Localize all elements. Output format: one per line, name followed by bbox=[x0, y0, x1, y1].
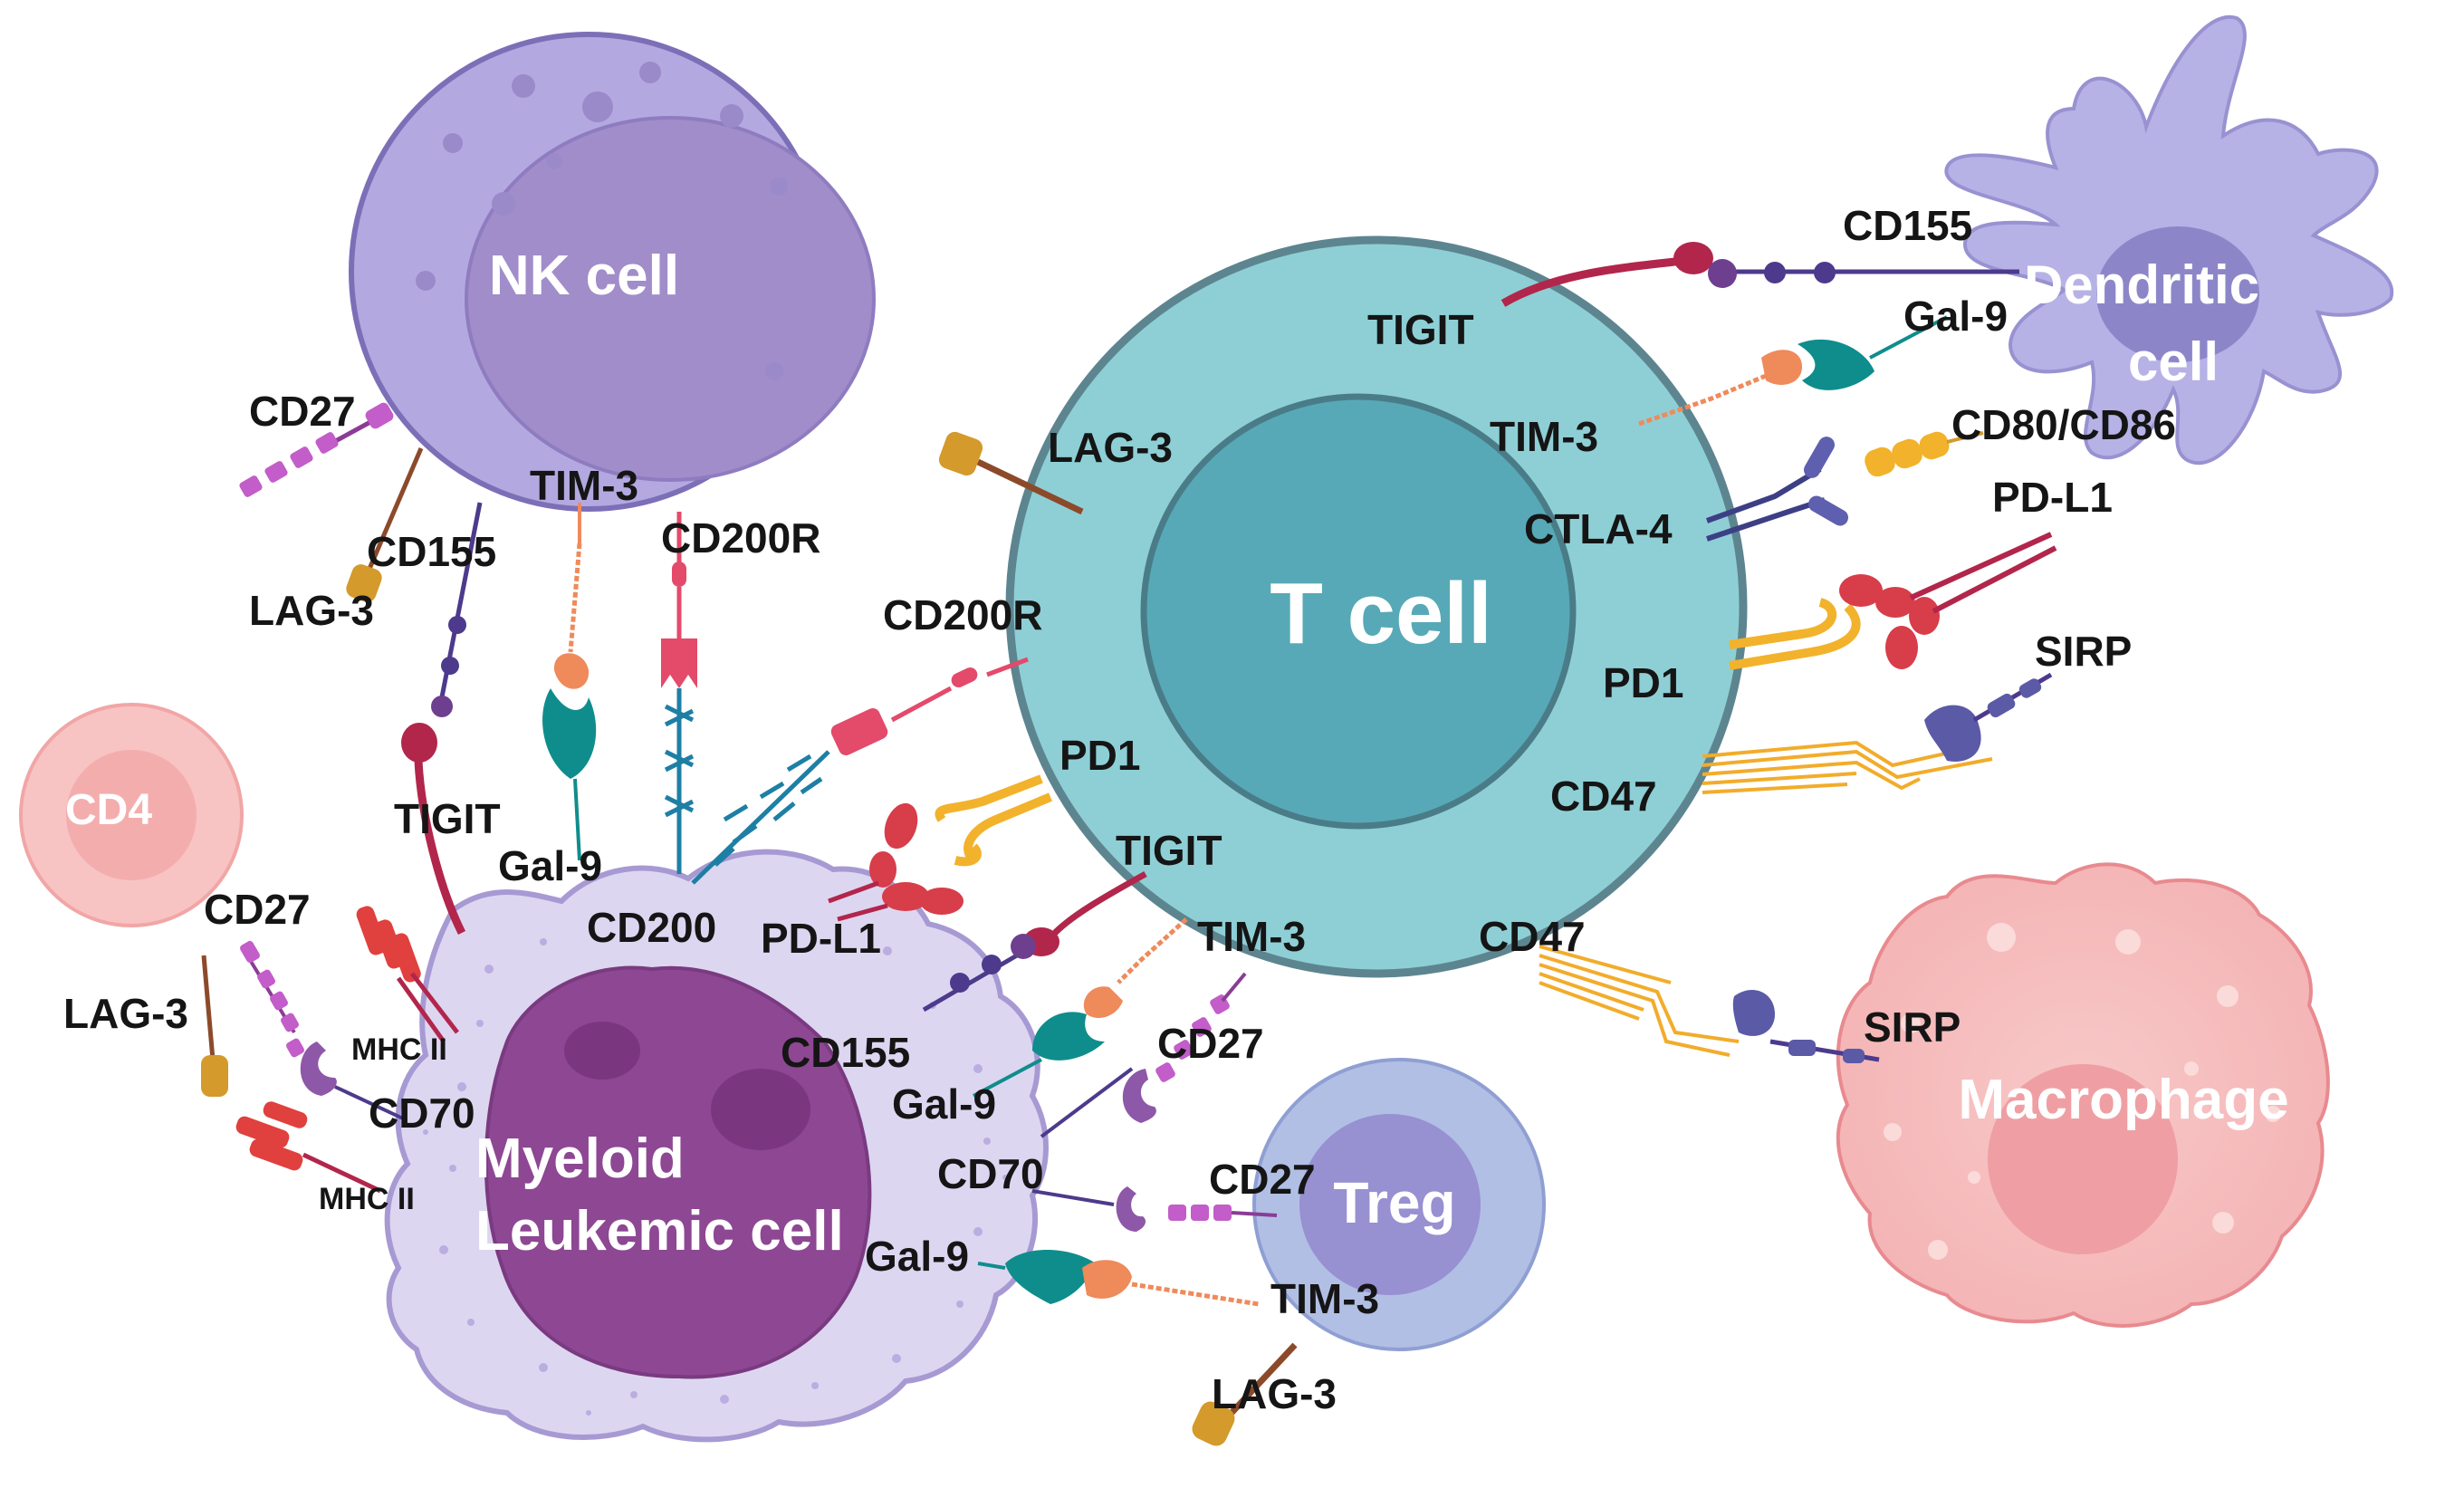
myeloid-cell-label-1: Myeloid bbox=[475, 1128, 685, 1190]
label-nk-cd27: CD27 bbox=[249, 388, 356, 435]
t-cell bbox=[1005, 235, 1748, 978]
dendritic-cell-label-2: cell bbox=[2128, 331, 2219, 392]
dendritic-cell-label-1: Dendritic bbox=[2024, 254, 2259, 315]
cd155-tigit-nk-myeloid bbox=[401, 502, 483, 936]
myeloid-leukemic-cell bbox=[384, 849, 1049, 1443]
cd70-cd27-myeloid-t bbox=[1040, 972, 1247, 1138]
macrophage-vesicles bbox=[1884, 923, 2281, 1260]
label-my-pdl1: PD-L1 bbox=[761, 915, 881, 962]
macrophage-cell bbox=[1836, 862, 2330, 1328]
label-dc-sirp: SIRP bbox=[2035, 628, 2132, 675]
pd1-pdl1-t-dc bbox=[1729, 532, 2057, 670]
label-mhc2-top: MHC II bbox=[351, 1032, 447, 1067]
label-t-pd1-left: PD1 bbox=[1059, 732, 1140, 779]
label-my-gal9-mid: Gal-9 bbox=[892, 1080, 996, 1128]
label-nk-cd155: CD155 bbox=[367, 528, 496, 575]
cd80-domains bbox=[1865, 431, 1950, 477]
label-t-lag3: LAG-3 bbox=[1048, 424, 1173, 471]
myeloid-cytoplasm-dots bbox=[423, 938, 1008, 1416]
lag3-t-cell bbox=[938, 431, 1084, 515]
cd200r-cd200-nk-myeloid bbox=[661, 512, 697, 874]
gal9-tim3-myeloid-treg bbox=[977, 1250, 1260, 1307]
tigit-cd155-t-myeloid bbox=[922, 870, 1147, 1013]
cd4-cell bbox=[19, 703, 244, 927]
nk-granules bbox=[416, 62, 788, 380]
label-my-cd27-right: CD27 bbox=[1157, 1020, 1264, 1067]
lag3-treg bbox=[1192, 1342, 1298, 1446]
label-mac-sirp: SIRP bbox=[1864, 1003, 1961, 1051]
label-dc-cd80: CD80/CD86 bbox=[1951, 401, 2176, 448]
label-nk-tim3: TIM-3 bbox=[530, 462, 638, 509]
label-my-gal9-low: Gal-9 bbox=[865, 1233, 969, 1280]
label-dc-pdl1: PD-L1 bbox=[1992, 474, 2113, 521]
label-treg-lag3: LAG-3 bbox=[1212, 1370, 1337, 1417]
cd70-cd27-myeloid-treg bbox=[1031, 1186, 1278, 1232]
label-my-cd200: CD200 bbox=[587, 904, 716, 951]
label-t-ctla4: CTLA-4 bbox=[1524, 505, 1673, 552]
nk-cell-label: NK cell bbox=[489, 245, 679, 307]
label-t-cd47-right: CD47 bbox=[1550, 773, 1657, 820]
label-t-tim3-right: TIM-3 bbox=[1490, 413, 1598, 460]
treg-cell-label: Treg bbox=[1333, 1170, 1455, 1235]
mhc2-top bbox=[356, 906, 459, 1043]
cd200-chain-nk bbox=[664, 688, 695, 874]
label-my-cd70-left: CD70 bbox=[369, 1090, 475, 1137]
treg-cell bbox=[1252, 1058, 1546, 1351]
label-my-cd155: CD155 bbox=[781, 1029, 910, 1076]
label-nk-cd200r: CD200R bbox=[661, 514, 820, 562]
label-treg-tim3: TIM-3 bbox=[1270, 1275, 1379, 1322]
cd200-chain-t bbox=[691, 750, 830, 885]
macrophage-cell-label: Macrophage bbox=[1958, 1069, 2288, 1131]
label-t-tigit-top: TIGIT bbox=[1367, 306, 1474, 353]
label-dc-cd155: CD155 bbox=[1843, 202, 1972, 249]
cd47-sirp-t-dc bbox=[1702, 672, 2053, 794]
cd4-cell-label: CD4 bbox=[65, 786, 152, 834]
label-t-cd47-bottom: CD47 bbox=[1479, 913, 1586, 960]
nk-cell bbox=[349, 32, 876, 512]
tim3-gal9-t-dc bbox=[1638, 315, 1948, 427]
label-cd4-lag3: LAG-3 bbox=[63, 990, 188, 1037]
tim3-gal9-nk-myeloid bbox=[542, 503, 597, 861]
cd27-nk bbox=[239, 402, 394, 497]
dendritic-cell bbox=[1944, 14, 2394, 466]
mhc2-bottom bbox=[235, 1101, 382, 1194]
label-t-pd1-right: PD1 bbox=[1603, 659, 1683, 706]
label-mhc2-bottom: MHC II bbox=[319, 1182, 415, 1216]
label-treg-cd27: CD27 bbox=[1209, 1156, 1316, 1203]
cell-labels: NK cell T cell Dendritic cell CD4 Myeloi… bbox=[65, 245, 2289, 1262]
label-t-tim3-bottom: TIM-3 bbox=[1197, 913, 1306, 960]
t-cell-label: T cell bbox=[1270, 565, 1491, 662]
label-my-cd70-right: CD70 bbox=[937, 1150, 1044, 1197]
label-t-cd200r: CD200R bbox=[883, 591, 1042, 638]
molecule-labels: CD27 TIM-3 CD155 LAG-3 CD200R TIGIT Gal-… bbox=[63, 202, 2176, 1417]
cd27-cd70-cd4-myeloid bbox=[240, 940, 404, 1120]
tigit-cd155-t-dc bbox=[1500, 242, 2019, 307]
label-nk-tigit: TIGIT bbox=[394, 795, 501, 842]
label-nk-lag3: LAG-3 bbox=[249, 587, 374, 634]
label-cd4-cd27: CD27 bbox=[204, 886, 311, 933]
cd47-sirp-t-macrophage bbox=[1539, 945, 1880, 1063]
cd200r-cd200-t-myeloid bbox=[691, 657, 1029, 885]
lag3-nk bbox=[346, 447, 424, 602]
myeloid-cell-label-2: Leukemic cell bbox=[475, 1200, 844, 1262]
label-nk-gal9: Gal-9 bbox=[498, 842, 602, 889]
tim3-gal9-t-myeloid bbox=[973, 917, 1188, 1098]
lag3-cd4 bbox=[201, 955, 228, 1097]
pd1-pdl1-t-myeloid bbox=[828, 774, 1052, 922]
label-dc-gal9: Gal-9 bbox=[1903, 293, 2008, 340]
ctla4-cd80-t-dc bbox=[1705, 431, 1984, 542]
label-t-tigit-bottom: TIGIT bbox=[1116, 827, 1222, 874]
